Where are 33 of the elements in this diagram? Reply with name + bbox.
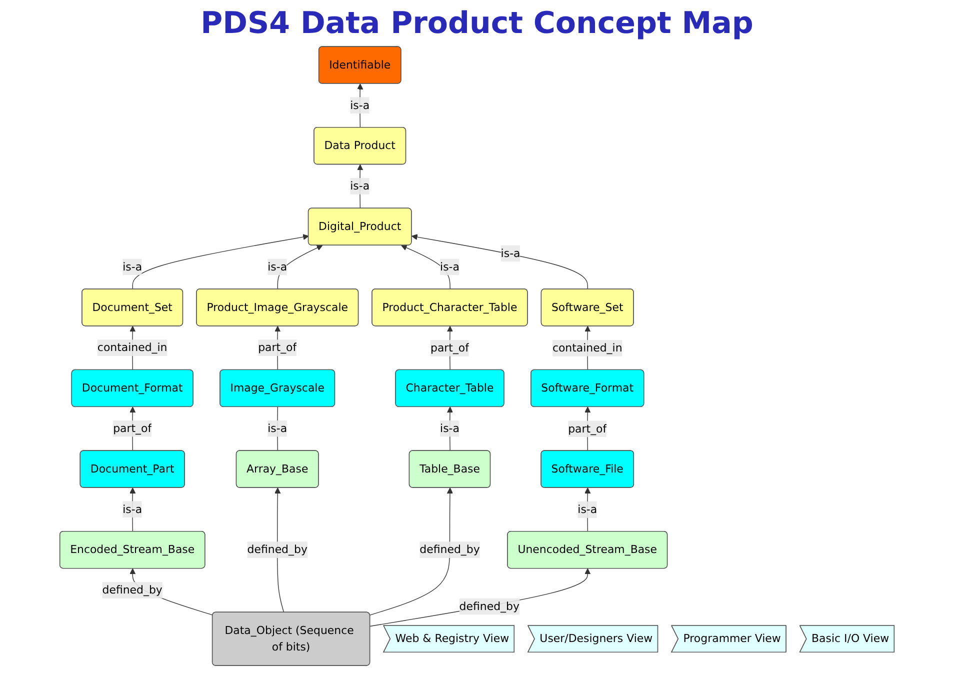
- edge-label: is-a: [350, 98, 370, 112]
- edge-label: is-a: [350, 179, 370, 192]
- edge-label: is-a: [122, 260, 142, 274]
- edge-label: is-a: [268, 422, 288, 435]
- arrow: [401, 244, 450, 290]
- arrow: [277, 245, 323, 290]
- edge-label: is-a: [500, 246, 520, 260]
- edge-label: part_of: [430, 341, 469, 354]
- edge-label: is-a: [440, 422, 460, 435]
- edge-label: is-a: [578, 502, 598, 516]
- edge-label: is-a: [268, 260, 288, 274]
- edge-label: defined_by: [247, 542, 308, 556]
- edge-label: defined_by: [102, 583, 162, 596]
- arrow: [446, 406, 453, 452]
- arrow: [357, 84, 364, 128]
- arrow: [584, 488, 591, 532]
- arrow: [130, 488, 136, 532]
- arrow: [370, 488, 453, 616]
- edge-label: defined_by: [459, 600, 520, 613]
- diagram-title: PDS4 Data Product Concept Map: [200, 6, 754, 41]
- edge-label: defined_by: [420, 542, 480, 556]
- edge-label: is-a: [122, 502, 142, 516]
- connector: [277, 406, 278, 452]
- edge-label: part_of: [258, 340, 297, 354]
- edge-label: is-a: [440, 260, 460, 274]
- edge-label: contained_in: [97, 340, 168, 354]
- edge-label: part_of: [568, 422, 607, 436]
- edge-label: part_of: [113, 422, 152, 435]
- arrow: [357, 164, 364, 209]
- arrow: [132, 234, 309, 290]
- arrow: [370, 568, 591, 627]
- edge-label: contained_in: [552, 341, 622, 354]
- arrow: [412, 234, 588, 290]
